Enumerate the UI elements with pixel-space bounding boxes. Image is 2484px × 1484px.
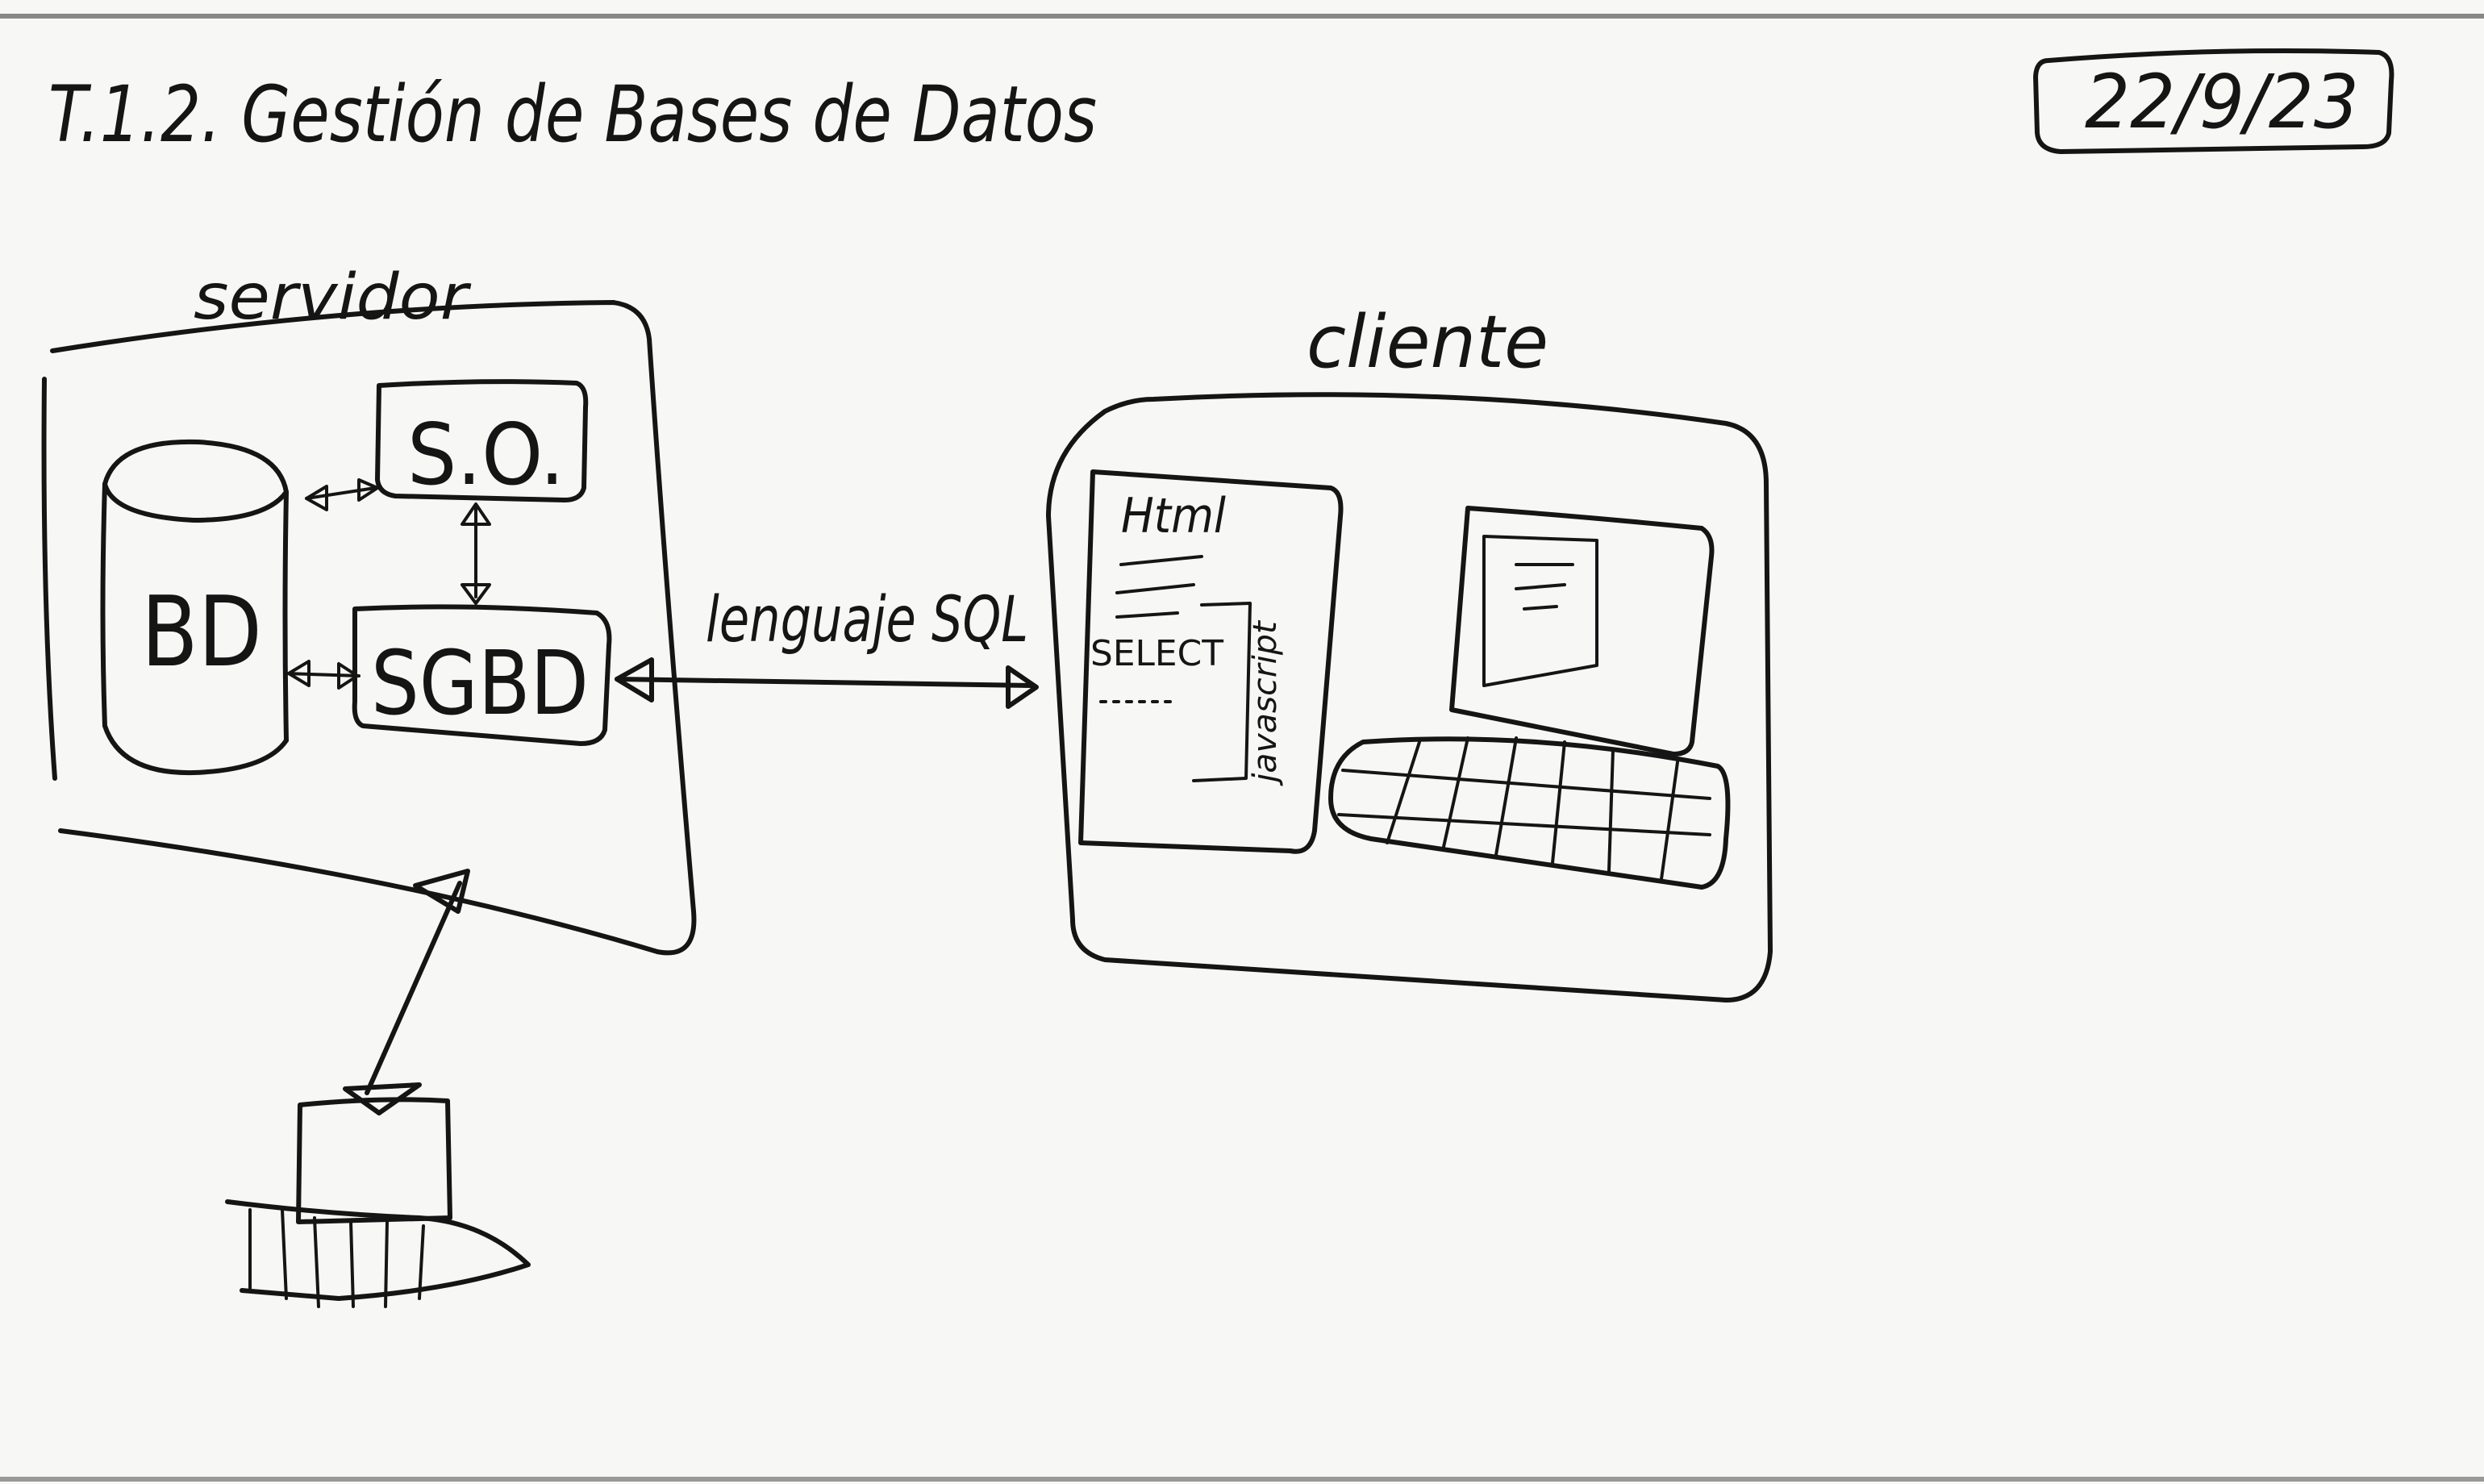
connection-label: lenguaje SQL <box>706 584 1028 657</box>
db-dbms-arrow <box>285 660 361 690</box>
database-cylinder: BD <box>100 439 289 776</box>
sql-connection-arrow <box>615 657 1039 709</box>
dbms-box: SGBD <box>352 604 612 746</box>
date-label: 22/9/23 <box>2085 59 2359 145</box>
client-outline <box>1046 392 1773 1003</box>
html-document: Html SELECT javascript <box>1078 469 1344 854</box>
db-os-arrow <box>305 478 379 511</box>
server-label: servidor <box>194 261 472 334</box>
client-label: cliente <box>1307 300 1548 385</box>
document-title: Html <box>1121 488 1226 544</box>
os-label: S.O. <box>407 406 565 504</box>
client-monitor <box>1449 506 1715 757</box>
client-keyboard <box>1328 736 1731 890</box>
page-title: T.1.2. Gestión de Bases de Datos <box>48 69 1097 160</box>
database-label: BD <box>141 577 262 689</box>
date-box: 22/9/23 <box>2033 48 2394 154</box>
admin-computer <box>225 1097 531 1308</box>
os-box: S.O. <box>375 379 589 504</box>
os-dbms-arrow <box>461 502 491 605</box>
query-keyword: SELECT <box>1090 633 1223 674</box>
admin-arrow <box>343 869 470 1115</box>
server-left-edge <box>41 377 57 781</box>
dbms-label: SGBD <box>371 632 589 735</box>
script-label: javascript <box>1247 620 1284 786</box>
